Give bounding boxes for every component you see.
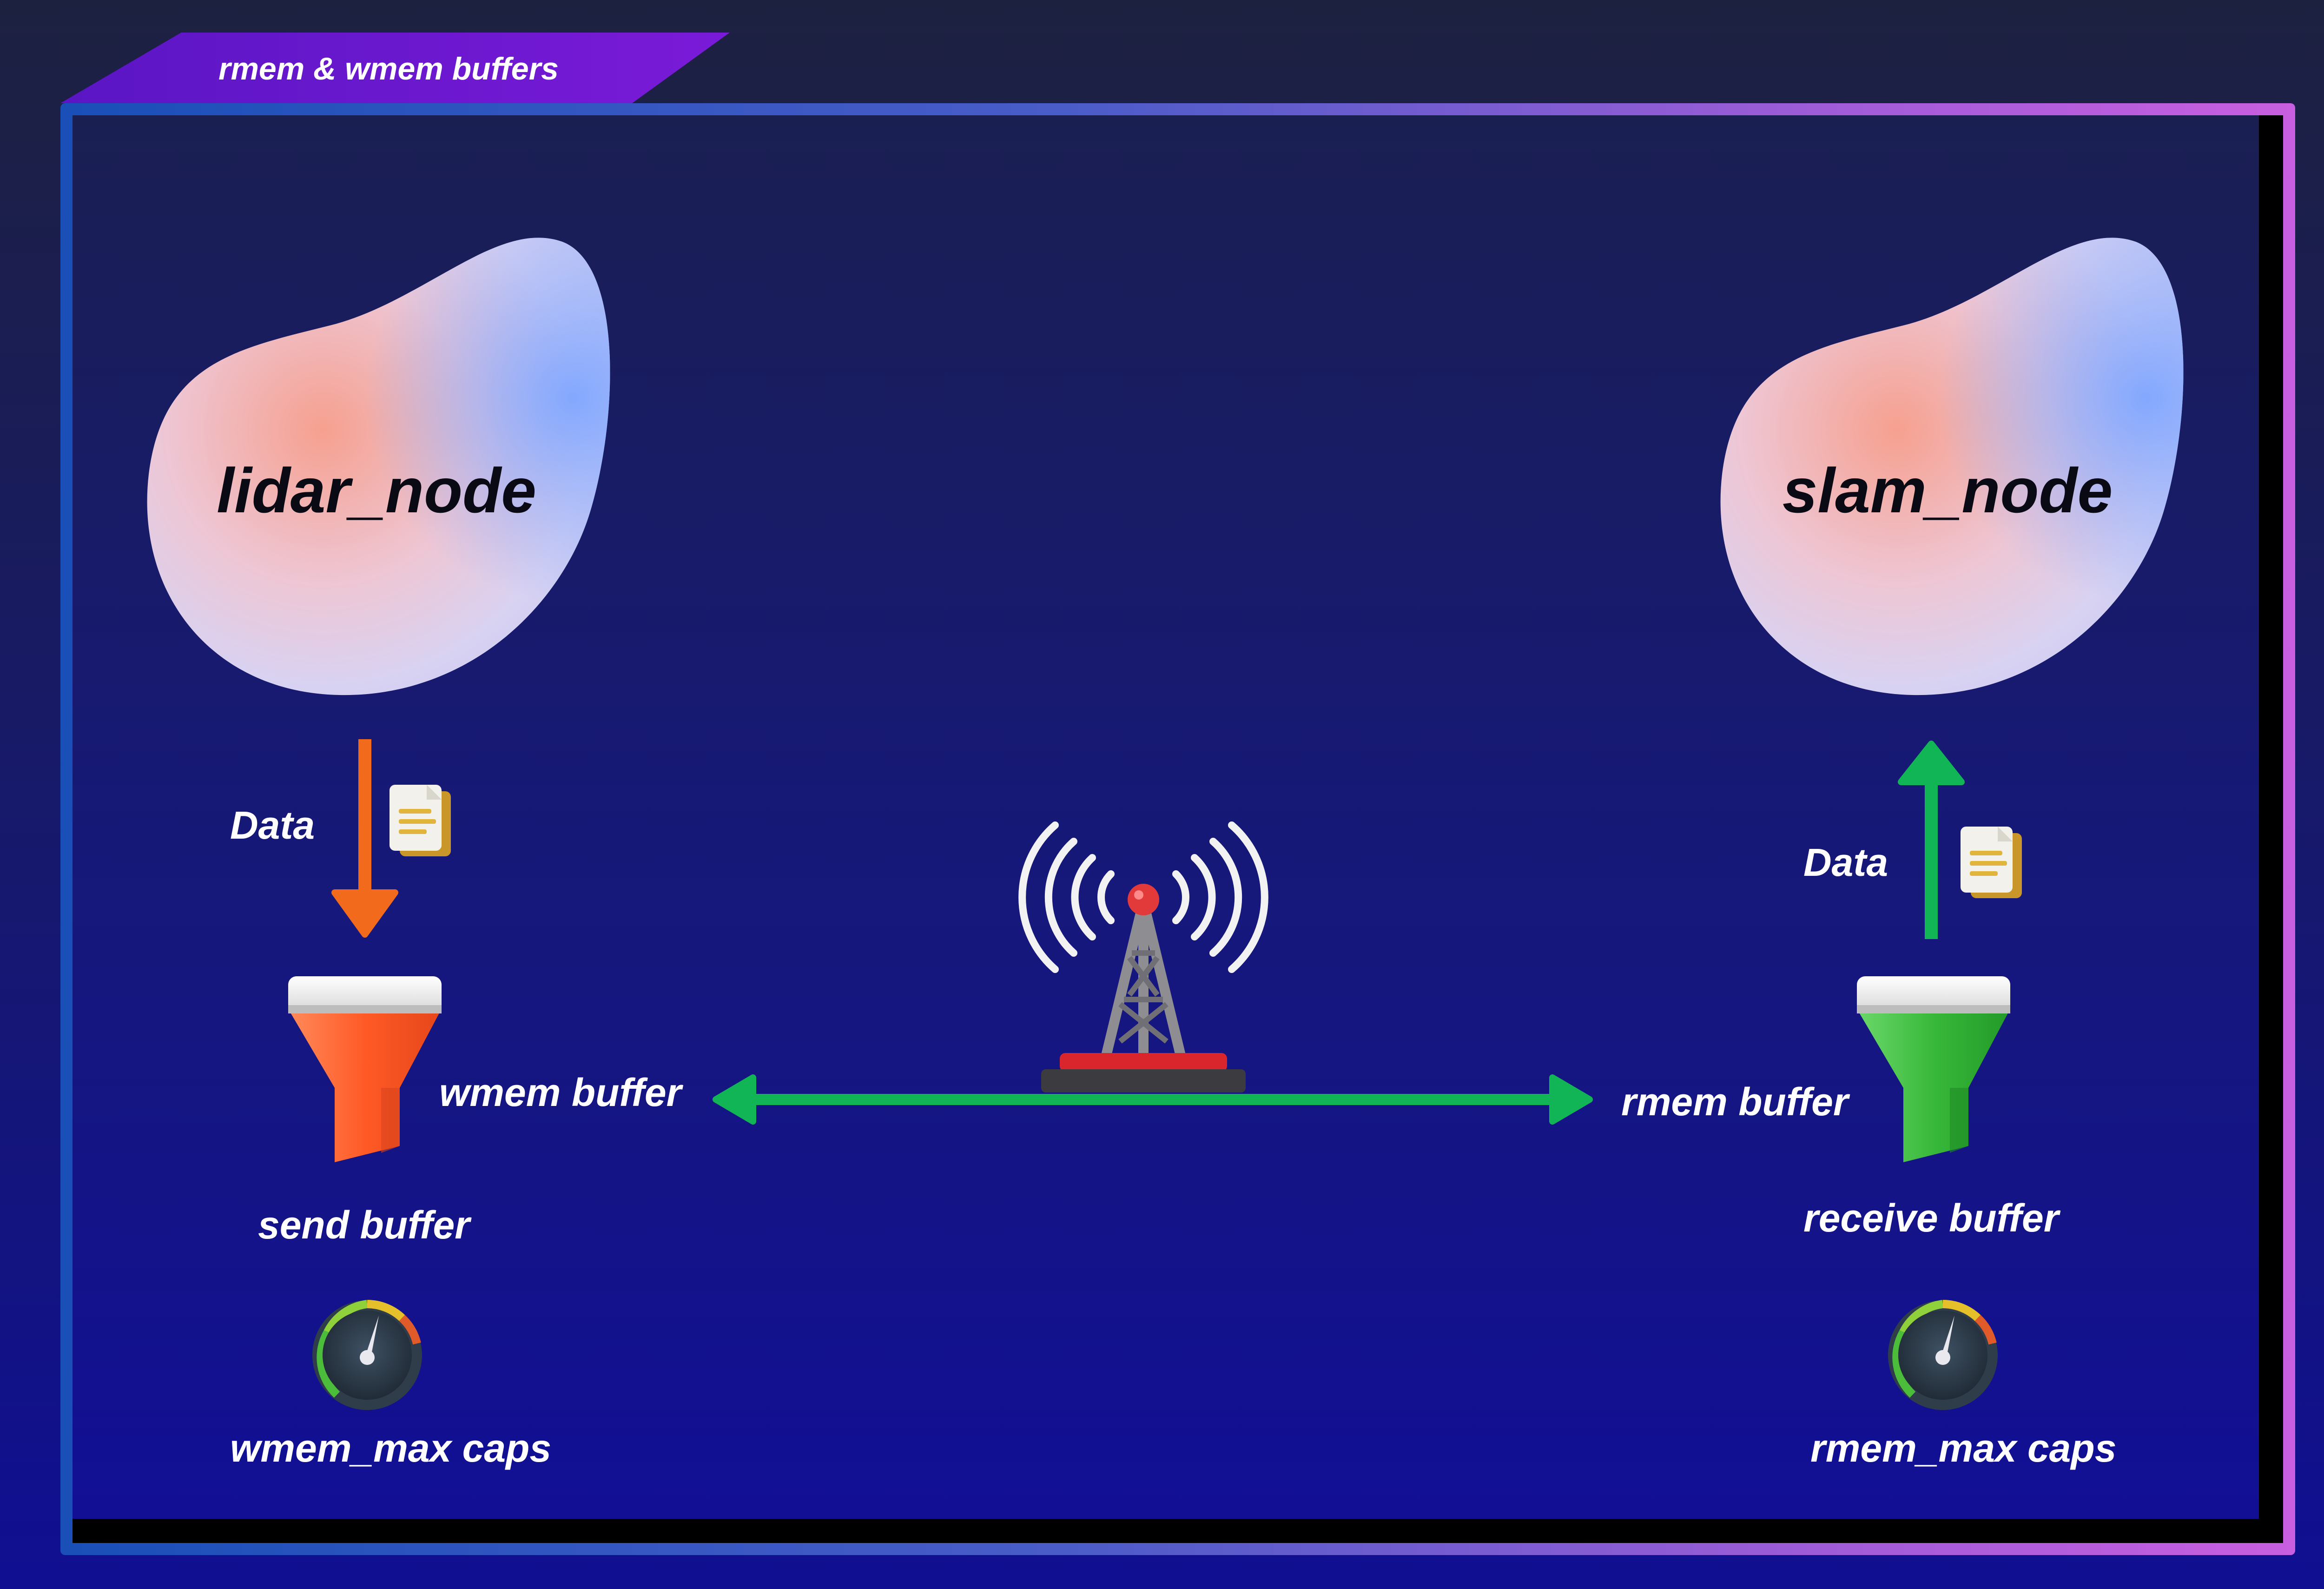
title-tab-label: rmem & wmem buffers — [218, 51, 559, 86]
rmem-buffer-label: rmem buffer — [1621, 1080, 1849, 1124]
lidar-node-label: lidar_node — [217, 455, 536, 526]
gauge-icon — [312, 1300, 422, 1410]
rmem-max-caps-label: rmem_max caps — [1810, 1426, 2117, 1470]
lidar-node-blob — [147, 238, 610, 695]
slam-node-blob — [1720, 238, 2184, 695]
radio-tower-icon — [1018, 821, 1268, 1092]
document-icon — [1961, 827, 2022, 898]
right-data-label: Data — [1803, 841, 1888, 884]
send-data-arrow — [331, 739, 398, 938]
left-data-label: Data — [230, 803, 315, 847]
receive-buffer-caption: receive buffer — [1803, 1196, 2059, 1240]
network-link-arrow — [713, 1074, 1593, 1125]
slam-node-label: slam_node — [1782, 455, 2113, 526]
wmem-max-caps-label: wmem_max caps — [230, 1426, 552, 1470]
wmem-buffer-label: wmem buffer — [439, 1071, 682, 1114]
title-tab — [60, 33, 730, 103]
send-buffer-caption: send buffer — [258, 1203, 470, 1247]
receive-data-arrow — [1898, 741, 1965, 939]
document-icon — [390, 785, 451, 856]
funnel-icon — [288, 976, 442, 1162]
funnel-icon — [1857, 976, 2010, 1162]
gauge-icon — [1888, 1300, 1998, 1410]
